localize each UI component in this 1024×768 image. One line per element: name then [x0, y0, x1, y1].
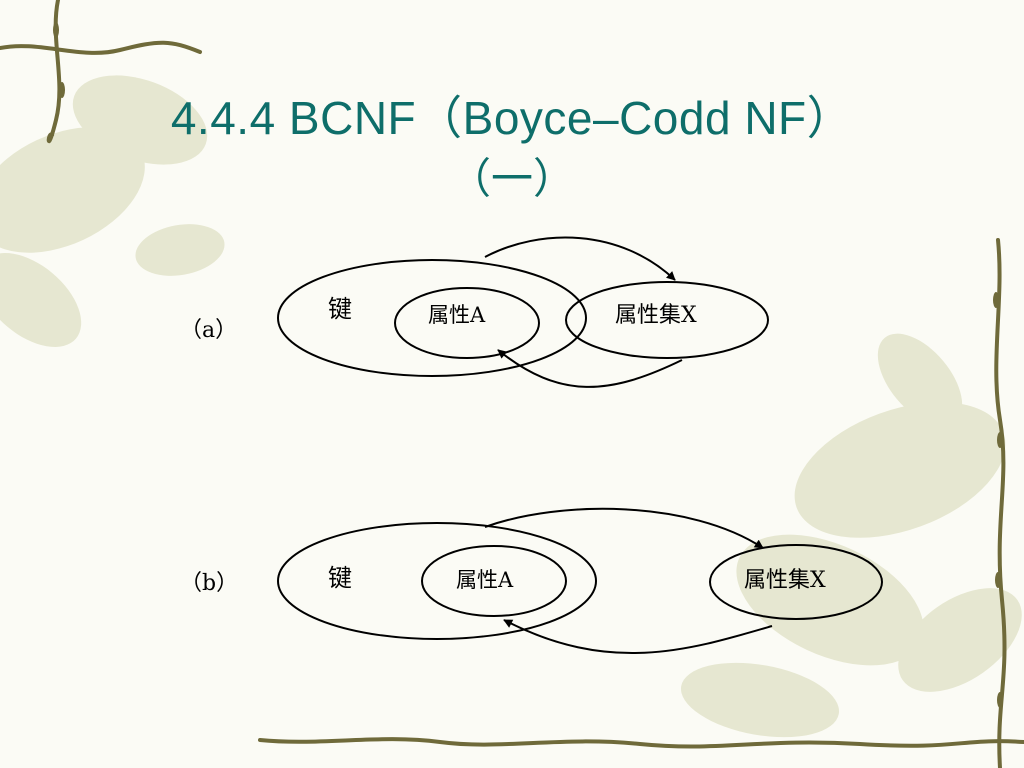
attribute-set-x-label-b: 属性集X [744, 568, 826, 593]
faded-leaves [0, 75, 1022, 738]
attribute-set-x-ellipse-a [565, 281, 769, 359]
arrow-x-to-a-b [503, 619, 773, 654]
key-label-b: 键 [328, 564, 352, 592]
case-label-a: （a） [180, 318, 237, 343]
attribute-a-label-b: 属性A [456, 568, 514, 592]
key-label-a: 键 [328, 295, 352, 323]
top-left-vine-branch [0, 40, 202, 55]
diagram-b [277, 507, 883, 654]
arrow-x-to-a-a [497, 349, 683, 388]
arrow-key-to-x-a [484, 236, 676, 281]
key-ellipse-a [277, 259, 587, 377]
key-ellipse-b [277, 522, 597, 640]
attribute-set-x-ellipse-b [709, 544, 883, 620]
bottom-vine [258, 737, 1024, 749]
attribute-set-x-label-a: 属性集X [615, 303, 697, 328]
attribute-a-ellipse-b [421, 545, 567, 617]
slide-subtitle: （一） [448, 155, 575, 202]
attribute-a-ellipse-a [394, 287, 540, 359]
case-label-b: （b） [180, 571, 238, 596]
attribute-a-label-a: 属性A [428, 303, 486, 327]
diagram-a [277, 236, 769, 388]
right-vine [994, 238, 1007, 768]
slide-title: 4.4.4 BCNF（Boyce–Codd NF） [170, 92, 854, 144]
vine-tendrils [53, 22, 1003, 708]
arrow-key-to-x-b [484, 507, 764, 549]
